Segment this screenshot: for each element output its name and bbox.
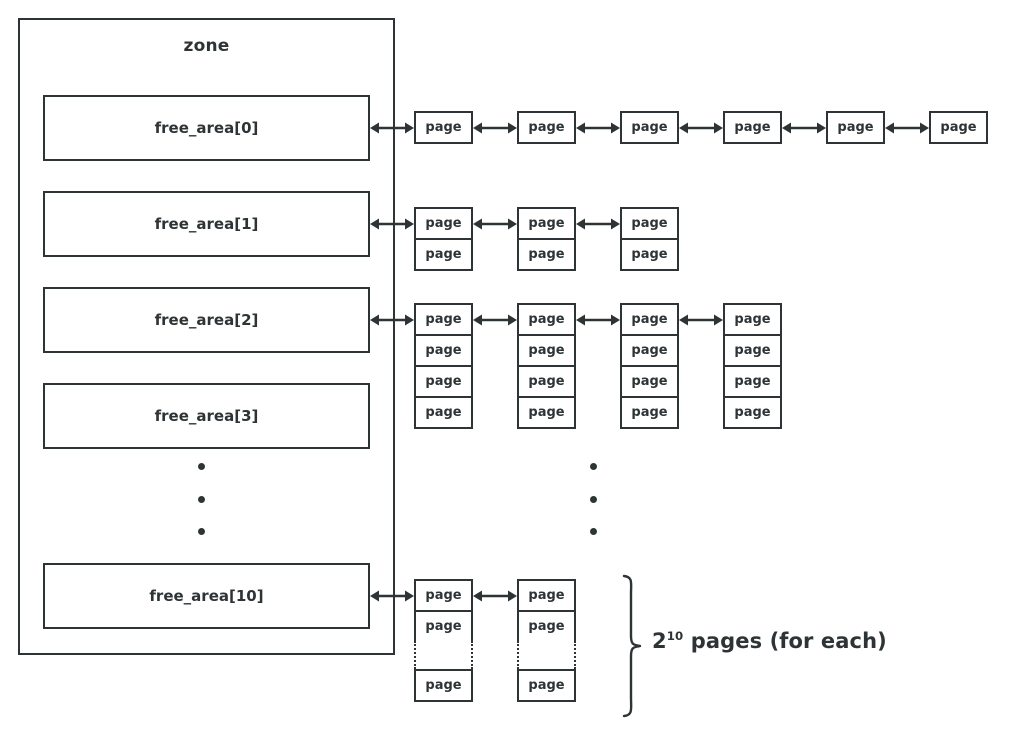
ellipsis-dot <box>589 528 597 535</box>
page-box[interactable]: page <box>620 365 679 398</box>
page-box[interactable]: page <box>929 111 988 144</box>
free-area-row-2[interactable]: free_area[2] <box>43 287 370 353</box>
double-arrow-connector <box>370 313 414 327</box>
page-box[interactable]: page <box>517 579 576 612</box>
double-arrow-connector <box>473 217 517 231</box>
free-area-row-10[interactable]: free_area[10] <box>43 563 370 629</box>
page-box[interactable]: page <box>414 579 473 612</box>
double-arrow-connector <box>576 121 620 135</box>
page-box[interactable]: page <box>723 365 782 398</box>
page-truncation-gap <box>414 641 473 669</box>
page-box[interactable]: page <box>620 396 679 429</box>
page-box[interactable]: page <box>517 334 576 367</box>
double-arrow-connector <box>473 313 517 327</box>
page-box[interactable]: page <box>414 334 473 367</box>
page-box[interactable]: page <box>414 111 473 144</box>
page-box[interactable]: page <box>414 365 473 398</box>
page-box[interactable]: page <box>414 303 473 336</box>
page-count-caption: 210 pages (for each) <box>652 629 887 653</box>
brace-exponent: 10 <box>666 629 684 643</box>
free-area-row-1[interactable]: free_area[1] <box>43 191 370 257</box>
double-arrow-connector <box>576 217 620 231</box>
ellipsis-dot <box>589 463 597 470</box>
brace-base: 2 <box>652 629 667 653</box>
page-box[interactable]: page <box>517 238 576 271</box>
page-box[interactable]: page <box>723 396 782 429</box>
page-box[interactable]: page <box>414 207 473 240</box>
page-box[interactable]: page <box>414 610 473 643</box>
double-arrow-connector <box>473 589 517 603</box>
zone-title: zone <box>183 36 230 56</box>
ellipsis-dot <box>197 463 205 470</box>
page-box[interactable]: page <box>517 396 576 429</box>
page-box[interactable]: page <box>620 334 679 367</box>
page-list-vertical-ellipsis <box>588 463 598 535</box>
double-arrow-connector <box>782 121 826 135</box>
page-box[interactable]: page <box>620 111 679 144</box>
page-box[interactable]: page <box>620 238 679 271</box>
page-box[interactable]: page <box>826 111 885 144</box>
page-box[interactable]: page <box>517 207 576 240</box>
ellipsis-dot <box>589 495 597 503</box>
double-arrow-connector <box>885 121 929 135</box>
double-arrow-connector <box>473 121 517 135</box>
free-area-row-3[interactable]: free_area[3] <box>43 383 370 449</box>
page-box[interactable]: page <box>517 365 576 398</box>
page-box[interactable]: page <box>620 207 679 240</box>
ellipsis-dot <box>197 528 205 535</box>
page-box[interactable]: page <box>723 303 782 336</box>
double-arrow-connector <box>576 313 620 327</box>
page-box[interactable]: page <box>723 111 782 144</box>
ellipsis-dot <box>197 495 205 503</box>
page-box[interactable]: page <box>517 610 576 643</box>
double-arrow-connector <box>679 121 723 135</box>
brace-text: pages (for each) <box>683 629 887 653</box>
double-arrow-connector <box>370 217 414 231</box>
page-box[interactable]: page <box>517 111 576 144</box>
page-count-brace <box>620 574 650 718</box>
page-box[interactable]: page <box>620 303 679 336</box>
free-area-row-0[interactable]: free_area[0] <box>43 95 370 161</box>
page-box[interactable]: page <box>517 669 576 702</box>
zone-vertical-ellipsis <box>196 463 206 535</box>
double-arrow-connector <box>679 313 723 327</box>
page-truncation-gap <box>517 641 576 669</box>
double-arrow-connector <box>370 121 414 135</box>
page-box[interactable]: page <box>414 238 473 271</box>
page-box[interactable]: page <box>414 669 473 702</box>
double-arrow-connector <box>370 589 414 603</box>
page-box[interactable]: page <box>414 396 473 429</box>
page-box[interactable]: page <box>517 303 576 336</box>
page-box[interactable]: page <box>723 334 782 367</box>
